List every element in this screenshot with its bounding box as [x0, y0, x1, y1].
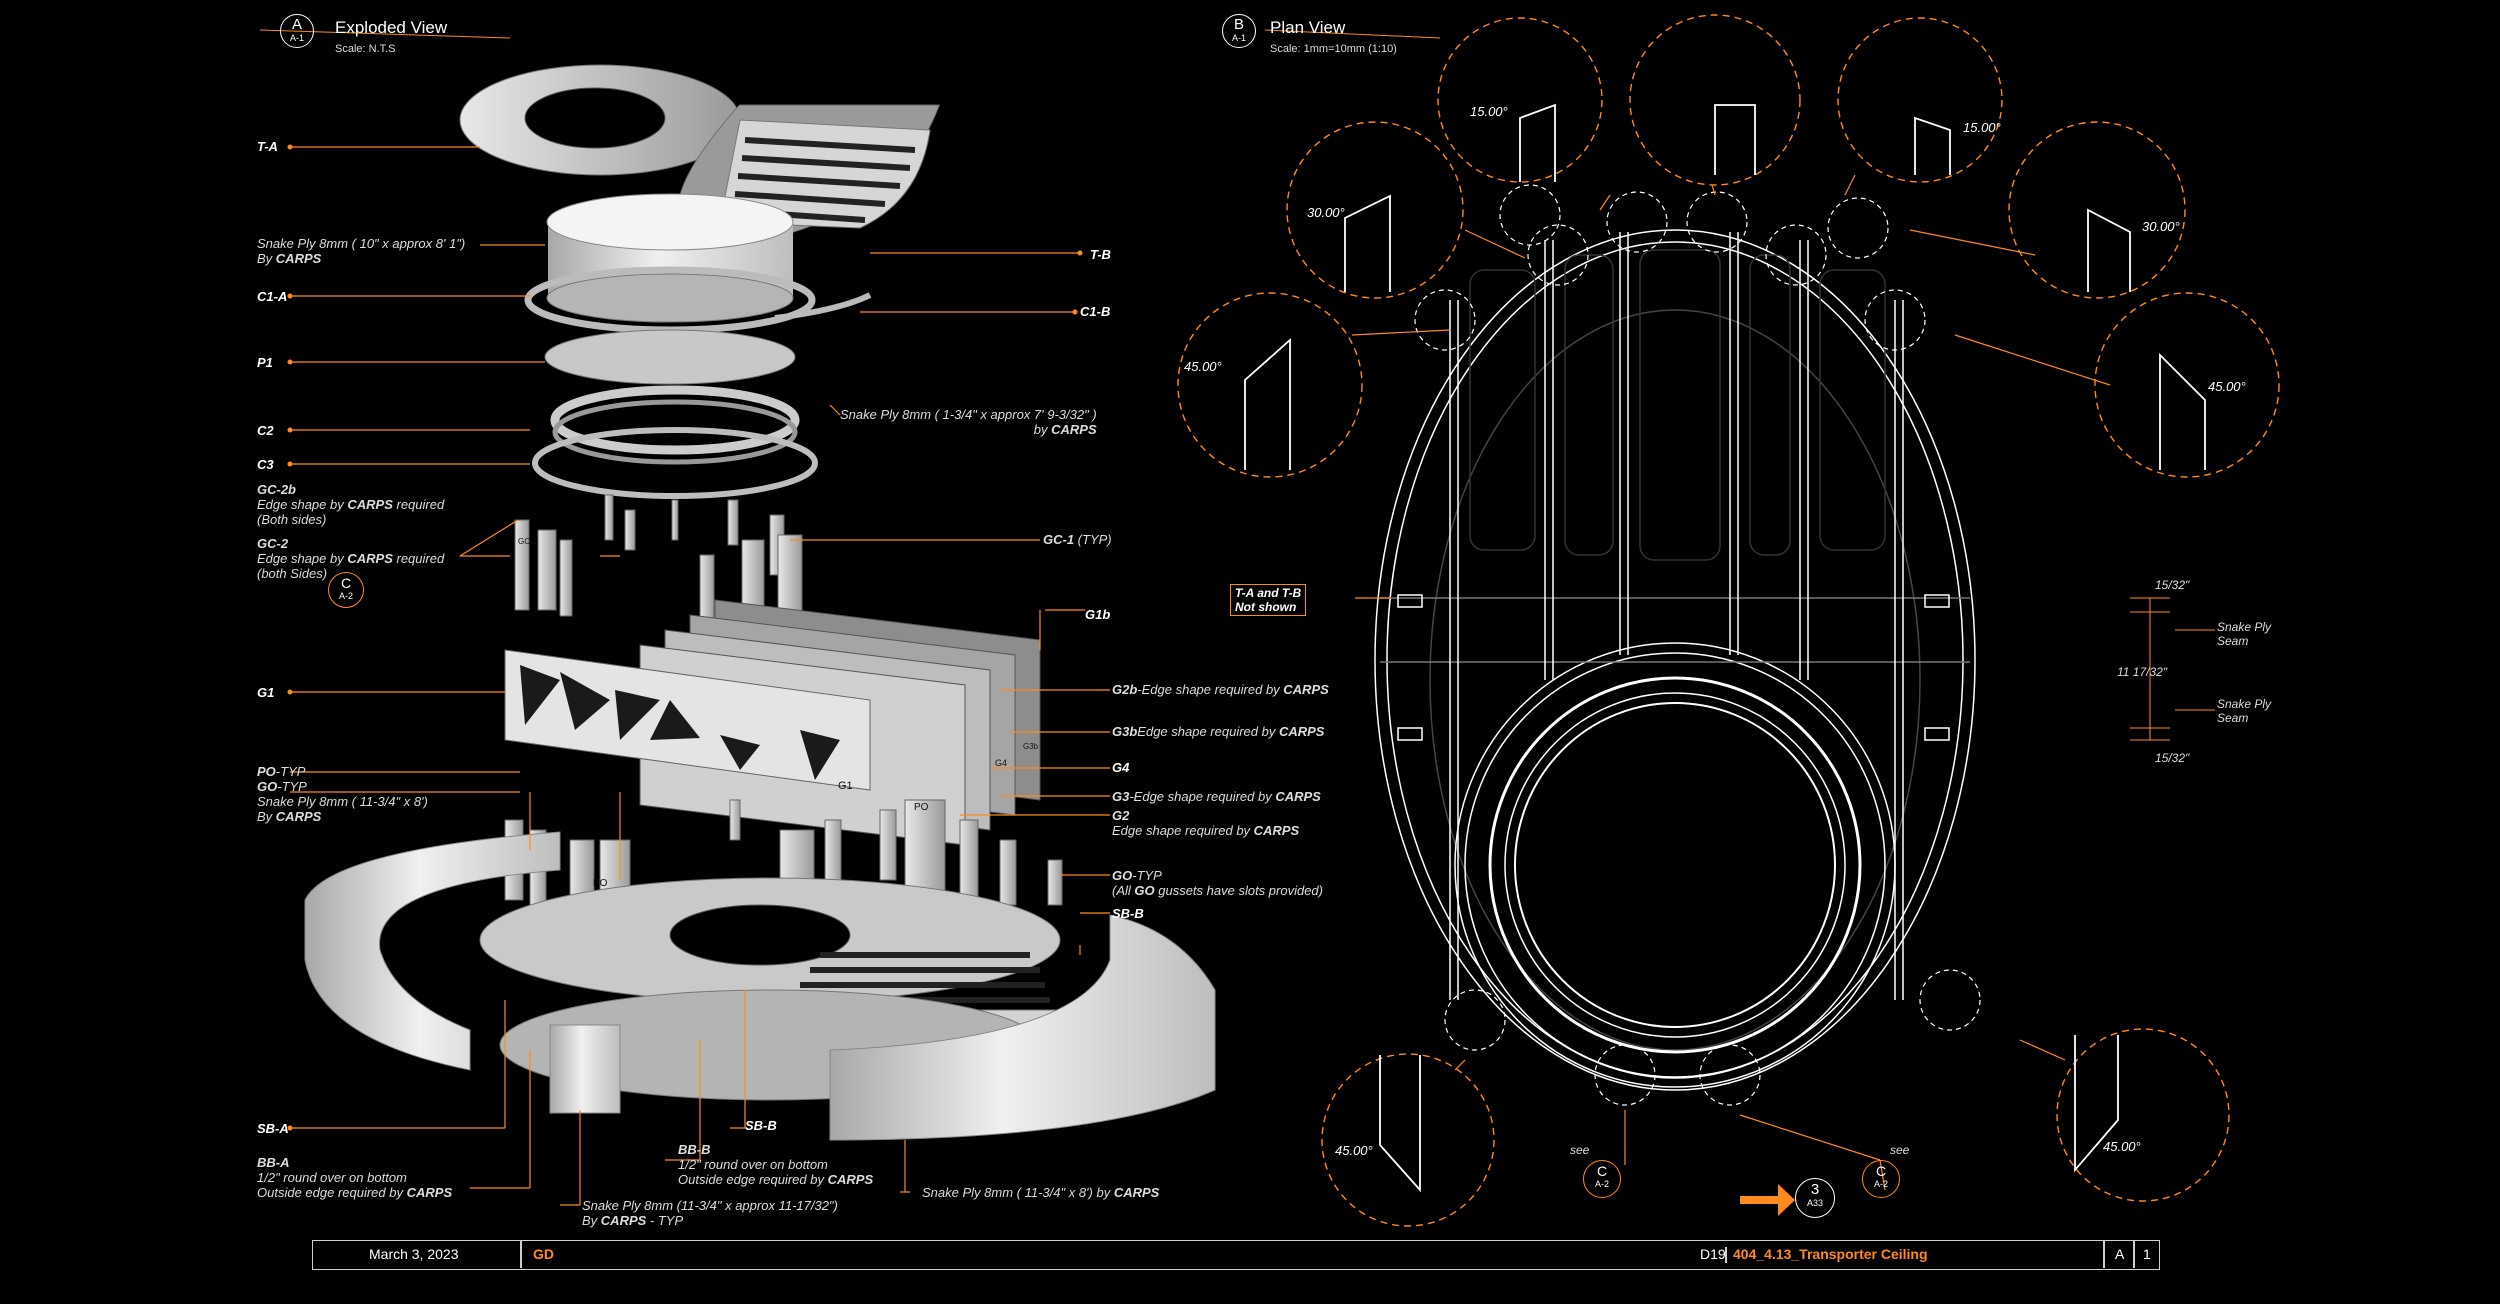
part-bba — [549, 1024, 621, 1114]
view-a-scale: Scale: N.T.S — [335, 43, 396, 55]
label-gc1: GC-1 (TYP) — [1043, 532, 1112, 547]
plan-inner-slots — [1469, 249, 1886, 561]
title-initials: GD — [533, 1246, 554, 1262]
label-bbb: BB-B 1/2" round over on bottom Outside e… — [678, 1142, 874, 1187]
part-mark-po1: PO — [593, 878, 608, 889]
part-sba — [304, 831, 561, 1071]
dim-bot: 15/32" — [2155, 751, 2190, 765]
label-g3: G3-Edge shape required by CARPS — [1112, 789, 1321, 804]
label-g1: G1 — [257, 685, 275, 700]
plan-dimension — [2130, 597, 2215, 741]
label-g2: G2 Edge shape required by CARPS — [1112, 808, 1300, 838]
plan-gussets — [1397, 594, 1950, 741]
angle-15-left: 15.00° — [1470, 104, 1508, 119]
part-mark-g1: G1 — [838, 780, 853, 792]
part-p1 — [544, 329, 796, 385]
label-tb: T-B — [1090, 247, 1111, 262]
view-b-marker: B A-1 — [1222, 14, 1256, 48]
angle-30-left: 30.00° — [1307, 205, 1345, 220]
part-mark-g4: G4 — [995, 758, 1008, 768]
part-mark-po2: PO — [914, 802, 929, 813]
part-mark-gc1: GC-1 — [518, 537, 538, 546]
part-snake-wall — [829, 914, 1216, 1141]
title-drawing: 404_4.13_Transporter Ceiling — [1733, 1246, 1928, 1262]
title-page: 1 — [2143, 1246, 2151, 1262]
callout-c-left: C A-2 — [328, 572, 364, 608]
title-project: D19 — [1700, 1246, 1726, 1262]
angle-30-right: 30.00° — [2142, 219, 2180, 234]
plan-view — [1177, 14, 2280, 1227]
part-c2 — [550, 385, 800, 465]
label-snake4: Snake Ply 8mm (11-3/4" x approx 11-17/32… — [582, 1198, 838, 1228]
label-g4: G4 — [1112, 760, 1130, 775]
part-ta — [459, 64, 741, 176]
section-marker: 3 A33 — [1795, 1178, 1835, 1218]
label-c2: C2 — [257, 423, 274, 438]
label-g3b: G3bEdge shape required by CARPS — [1112, 724, 1325, 739]
title-letter: A — [2115, 1246, 2125, 1262]
view-b-title: Plan View — [1270, 18, 1346, 37]
angle-45-bl: 45.00° — [1335, 1143, 1373, 1158]
leader-dots — [287, 144, 1083, 1131]
plan-detail-leaders — [1351, 174, 2111, 1191]
plan-detail-glyphs — [1244, 103, 2206, 1193]
part-mark-g3b: G3b — [1023, 742, 1039, 751]
part-c1b — [774, 292, 872, 321]
label-g2b: G2b-Edge shape required by CARPS — [1112, 682, 1329, 697]
section-arrow — [1740, 1196, 1778, 1204]
angle-45-left: 45.00° — [1184, 359, 1222, 374]
title-bar: March 3, 2023 GD D19 404_4.13_Transporte… — [312, 1240, 2160, 1270]
see-label-right: see — [1890, 1143, 1910, 1157]
label-snake1: Snake Ply 8mm ( 10" x approx 8' 1") By C… — [257, 236, 466, 266]
callout-c-plan-right: C A-2 — [1862, 1160, 1900, 1198]
leader-lines — [290, 146, 1110, 1206]
label-c1b: C1-B — [1080, 304, 1111, 319]
label-go-right: GO-TYP (All GO gussets have slots provid… — [1112, 868, 1323, 898]
plan-small-circles — [1414, 184, 1981, 1106]
label-bba: BB-A 1/2" round over on bottom Outside e… — [257, 1155, 453, 1200]
part-c3 — [532, 427, 818, 499]
angle-15-right: 15.00° — [1963, 120, 2001, 135]
angle-45-right: 45.00° — [2208, 379, 2246, 394]
plan-note-box: T-A and T-B Not shown — [1230, 584, 1307, 616]
part-tb — [677, 104, 941, 236]
see-label-left: see — [1570, 1143, 1590, 1157]
view-a-title: Exploded View — [335, 18, 448, 37]
angle-45-br: 45.00° — [2103, 1139, 2141, 1154]
plan-outline — [1374, 229, 1976, 1091]
label-sba: SB-A — [257, 1121, 289, 1136]
dim-mid: 11 17/32" — [2117, 665, 2168, 679]
label-snake2: Snake Ply 8mm ( 1-3/4" x approx 7' 9-3/3… — [840, 407, 1097, 437]
plan-ribs — [1380, 232, 1970, 1000]
section-arrow-head — [1778, 1184, 1795, 1216]
dim-top: 15/32" — [2155, 578, 2190, 592]
label-po-go: PO-TYP GO-TYP Snake Ply 8mm ( 11-3/4" x … — [257, 764, 428, 824]
view-a-marker: A A-1 — [280, 14, 314, 48]
label-gc2: GC-2 Edge shape by CARPS required (both … — [257, 536, 445, 581]
view-b-scale: Scale: 1mm=10mm (1:10) — [1270, 43, 1397, 55]
callout-c-plan-left: C A-2 — [1583, 1160, 1621, 1198]
label-snake5: Snake Ply 8mm ( 11-3/4" x 8') by CARPS — [922, 1185, 1160, 1200]
label-sbb2: SB-B — [745, 1118, 777, 1133]
label-c1a: C1-A — [257, 289, 288, 304]
label-ta: T-A — [257, 139, 278, 154]
label-sbb: SB-B — [1112, 906, 1144, 921]
part-drum — [546, 193, 794, 323]
exploded-view — [259, 29, 1216, 1206]
label-g1b: G1b — [1085, 607, 1111, 622]
title-date: March 3, 2023 — [369, 1246, 459, 1262]
label-c3: C3 — [257, 457, 274, 472]
part-g1 — [504, 649, 871, 791]
label-gc2b: GC-2b Edge shape by CARPS required (Both… — [257, 482, 445, 527]
label-p1: P1 — [257, 355, 273, 370]
plan-detail-circles — [1177, 14, 2280, 1227]
